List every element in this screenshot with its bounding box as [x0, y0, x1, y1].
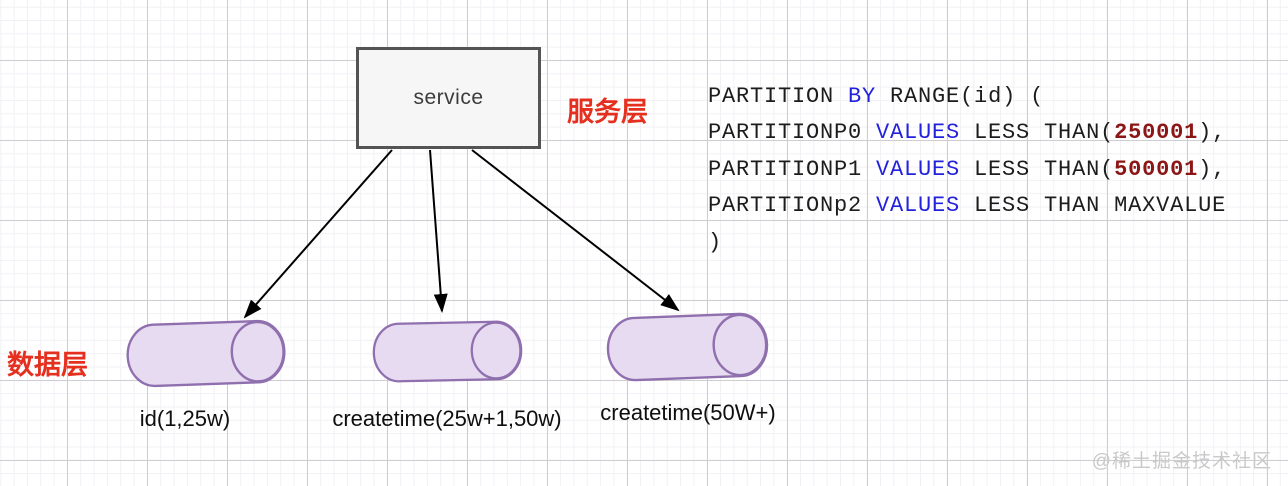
arrow-service-to-partition-1 [243, 149, 393, 319]
db-cylinder-partition-p1[interactable] [365, 318, 529, 384]
partition-caption-p1: createtime(25w+1,50w) [332, 406, 562, 431]
db-cylinder-partition-p2[interactable] [603, 310, 772, 384]
arrow-service-to-partition-2 [429, 149, 448, 313]
sql-partition-code: PARTITION BY RANGE(id) ( PARTITIONP0 VAL… [708, 84, 1227, 255]
partition-caption-p2: createtime(50W+) [600, 400, 776, 425]
data-layer-label: 数据层 [7, 350, 88, 380]
service-node-label: service [413, 86, 484, 109]
cylinder-icon [372, 320, 523, 383]
arrow-service-to-partition-3 [471, 149, 680, 312]
service-node[interactable]: service [356, 47, 541, 149]
cylinder-icon [606, 312, 769, 382]
service-layer-label: 服务层 [567, 97, 648, 127]
partition-caption-p0: id(1,25w) [139, 406, 231, 431]
db-cylinder-partition-p0[interactable] [121, 317, 291, 390]
watermark: @稀土掘金技术社区 [1091, 451, 1272, 472]
cylinder-icon [126, 319, 286, 388]
